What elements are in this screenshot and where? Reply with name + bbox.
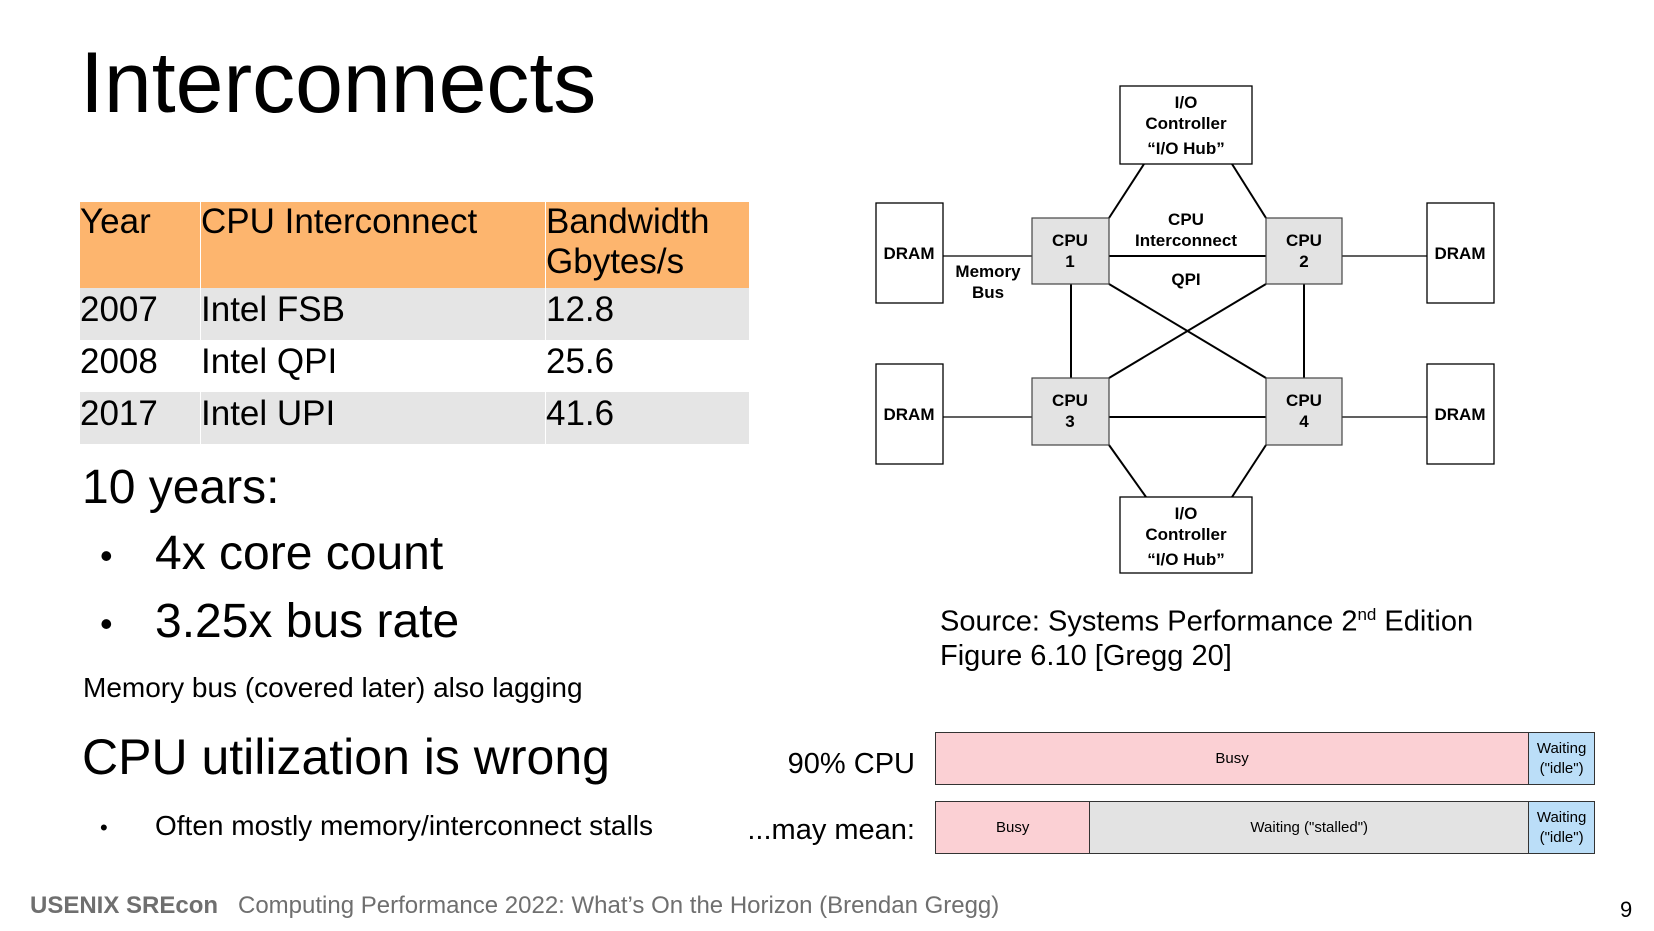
- table-cell-bandwidth: 12.8: [545, 288, 749, 340]
- table-header-bandwidth: Bandwidth Gbytes/s: [545, 202, 749, 288]
- cpu-interconnect-diagram: I/O Controller “I/O Hub” I/O Controller …: [875, 85, 1495, 574]
- cpu-2-label: CPU: [1286, 231, 1322, 250]
- cpu-4-number: 4: [1299, 412, 1309, 431]
- bar-label-90-cpu: 90% CPU: [787, 748, 915, 780]
- bullet-text: 4x core count: [155, 527, 444, 580]
- cpu-1-label: CPU: [1052, 231, 1088, 250]
- utilization-bar-90-cpu: Busy Waiting ("idle"): [935, 732, 1595, 785]
- interconnect-label-line2: Interconnect: [1135, 231, 1237, 250]
- bullet-text: 3.25x bus rate: [155, 595, 460, 648]
- dram-top-left: DRAM: [875, 202, 944, 304]
- table-row: 2017 Intel UPI 41.6: [80, 392, 749, 444]
- bar-label-may-mean: ...may mean:: [747, 814, 915, 846]
- source-line-2: Figure 6.10 [Gregg 20]: [940, 639, 1232, 672]
- table-cell-year: 2017: [80, 392, 201, 444]
- table-cell-bandwidth: 41.6: [545, 392, 749, 444]
- bar-segment-stalled: Waiting ("stalled"): [1089, 802, 1529, 853]
- io-hub-bottom: I/O Controller “I/O Hub”: [1119, 496, 1253, 574]
- cpu-3-number: 3: [1065, 412, 1074, 431]
- table-row: 2007 Intel FSB 12.8: [80, 288, 749, 340]
- io-hub-top: I/O Controller “I/O Hub”: [1119, 85, 1253, 165]
- bar-segment-idle: Waiting ("idle"): [1528, 733, 1594, 784]
- bar-segment-busy: Busy: [936, 733, 1529, 784]
- diagram-links: [1070, 163, 1305, 498]
- bullet-bus-rate: • 3.25x bus rate: [100, 594, 459, 649]
- table-cell-bandwidth: 25.6: [546, 342, 615, 381]
- footer-text: Computing Performance 2022: What’s On th…: [238, 892, 1000, 919]
- source-line-1: Source: Systems Performance 2nd Edition: [940, 598, 1473, 639]
- figure-source: Source: Systems Performance 2nd Edition …: [940, 598, 1473, 673]
- bar-segment-idle: Waiting ("idle"): [1528, 802, 1594, 853]
- io-hub-top-line2: Controller: [1145, 114, 1227, 133]
- slide-title: Interconnects: [80, 35, 597, 131]
- memory-bus-note: Memory bus (covered later) also lagging: [83, 672, 583, 703]
- table-header-row: Year CPU Interconnect Bandwidth Gbytes/s: [80, 202, 749, 288]
- dram-top-right: DRAM: [1426, 202, 1495, 304]
- dram-label: DRAM: [1435, 405, 1486, 424]
- utilization-bar-may-mean: Busy Waiting ("stalled") Waiting ("idle"…: [935, 801, 1595, 854]
- cpu-4-label: CPU: [1286, 391, 1322, 410]
- dram-label: DRAM: [884, 405, 935, 424]
- io-hub-bottom-line3: “I/O Hub”: [1147, 550, 1224, 569]
- table-cell-interconnect: Intel FSB: [200, 288, 546, 340]
- interconnect-table: Year CPU Interconnect Bandwidth Gbytes/s…: [80, 202, 749, 444]
- cpu-2: CPU 2: [1265, 217, 1343, 285]
- table-cell-year: 2008: [80, 340, 201, 392]
- io-hub-top-line3: “I/O Hub”: [1147, 139, 1224, 158]
- dram-bottom-right: DRAM: [1426, 363, 1495, 465]
- memory-bus-label-line2: Bus: [972, 283, 1004, 302]
- io-hub-top-line1: I/O: [1175, 93, 1198, 112]
- cpu-3-label: CPU: [1052, 391, 1088, 410]
- bullet-dot: •: [100, 814, 108, 840]
- io-hub-bottom-line1: I/O: [1175, 504, 1198, 523]
- source-line-1-suffix: Edition: [1376, 605, 1474, 638]
- years-heading: 10 years:: [82, 461, 280, 514]
- table-cell-year: 2007: [80, 288, 201, 340]
- stalls-bullet: • Often mostly memory/interconnect stalls: [100, 810, 653, 842]
- cpu-1: CPU 1: [1031, 217, 1110, 285]
- bullet-dot: •: [100, 535, 113, 577]
- io-hub-bottom-line2: Controller: [1145, 525, 1227, 544]
- table-row: 2008 Intel QPI 25.6: [80, 340, 749, 392]
- source-line-1-sup: nd: [1357, 605, 1377, 624]
- table-header-year: Year: [80, 202, 201, 288]
- page-number: 9: [1620, 897, 1633, 922]
- dram-bottom-left: DRAM: [875, 363, 944, 465]
- interconnect-label-line1: CPU: [1168, 210, 1204, 229]
- memory-bus-links: [943, 255, 1427, 418]
- bullet-core-count: • 4x core count: [100, 526, 443, 581]
- table-header-interconnect: CPU Interconnect: [200, 202, 546, 288]
- table-cell-interconnect: Intel QPI: [200, 340, 546, 392]
- cpu-2-number: 2: [1299, 252, 1308, 271]
- dram-label: DRAM: [884, 244, 935, 263]
- table-cell-interconnect: Intel UPI: [200, 392, 546, 444]
- dram-label: DRAM: [1435, 244, 1486, 263]
- bullet-dot: •: [100, 603, 113, 645]
- cpu-utilization-heading: CPU utilization is wrong: [82, 729, 610, 785]
- bullet-text: Often mostly memory/interconnect stalls: [155, 810, 653, 841]
- qpi-label: QPI: [1171, 270, 1200, 289]
- memory-bus-label-line1: Memory: [955, 262, 1021, 281]
- footer-brand: USENIX SREcon: [30, 892, 219, 919]
- bar-segment-busy: Busy: [936, 802, 1090, 853]
- cpu-4: CPU 4: [1265, 377, 1343, 446]
- cpu-3: CPU 3: [1031, 377, 1110, 446]
- cpu-1-number: 1: [1065, 252, 1074, 271]
- source-line-1-prefix: Source: Systems Performance 2: [940, 605, 1358, 638]
